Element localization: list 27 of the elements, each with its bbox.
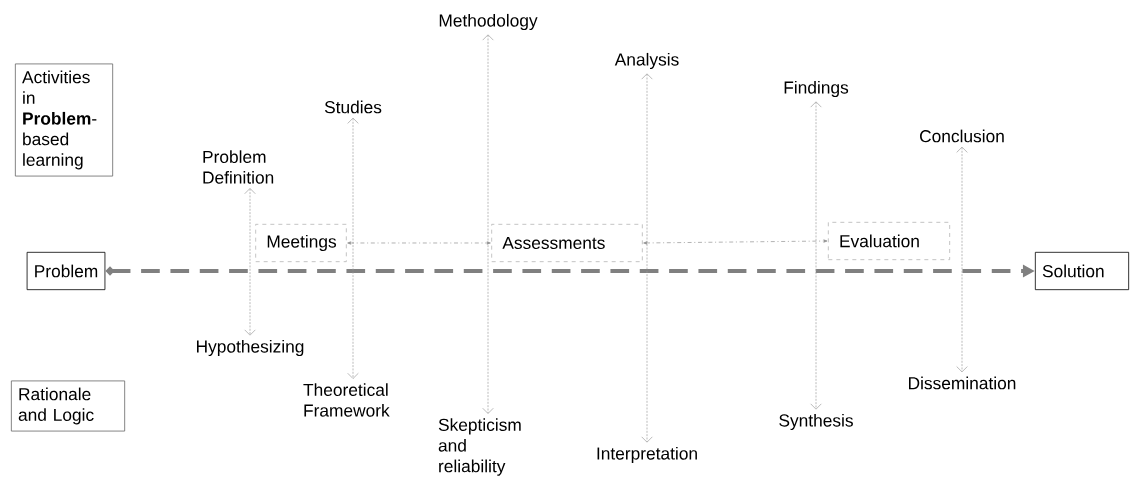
label-box: Rationale and Logic — [10, 380, 126, 432]
arrow — [347, 117, 359, 379]
activity-label: Interpretation — [597, 446, 697, 464]
activity-label: Synthesis — [779, 413, 853, 431]
stage-box: Evaluation — [828, 222, 950, 260]
label-box: Solution — [1034, 251, 1130, 291]
arrow — [244, 188, 256, 336]
stage-box: Assessments — [491, 224, 643, 262]
arrow — [641, 73, 653, 443]
stage-box: Meetings — [255, 224, 347, 262]
arrow — [347, 241, 491, 245]
label-box: Problem — [26, 251, 106, 291]
activity-label: Conclusion — [920, 129, 1004, 143]
activity-label: Skepticism and reliability — [438, 418, 521, 476]
activity-label: Findings — [784, 80, 849, 98]
activity-label: Analysis — [614, 52, 679, 70]
activity-label: Dissemination — [909, 376, 1016, 390]
activity-label: Theoretical Framework — [303, 383, 390, 417]
activity-label: Problem Definition — [203, 150, 274, 184]
label-box: Activities in Problem-based learning — [14, 63, 114, 177]
arrow — [810, 101, 822, 410]
activity-label: Hypothesizing — [197, 339, 304, 357]
activity-label: Methodology — [439, 13, 538, 31]
activity-label: Studies — [324, 100, 382, 114]
arrow — [482, 34, 494, 414]
arrow — [956, 146, 968, 373]
arrow — [643, 239, 828, 245]
